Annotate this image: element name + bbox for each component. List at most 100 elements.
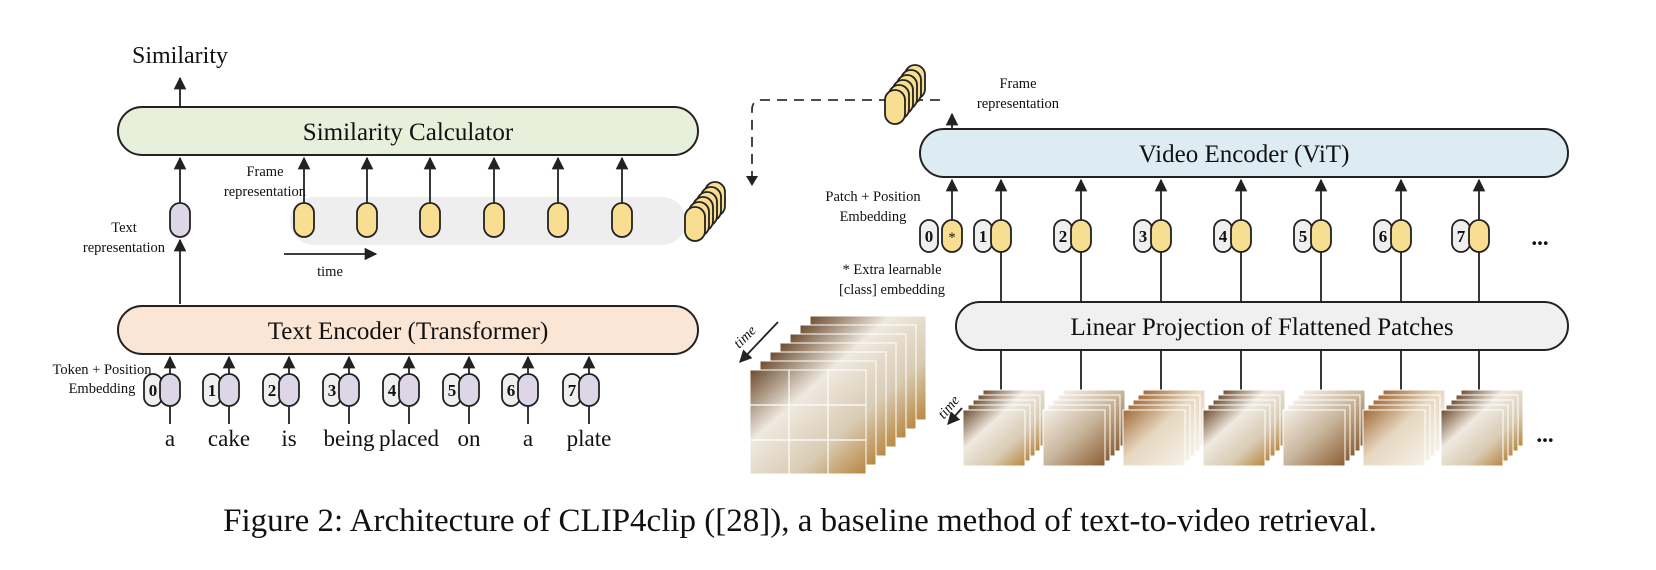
frame-representation-right-label-1: Frame (999, 76, 1036, 92)
patch-image-frame (1440, 409, 1504, 467)
patch-image-stack (1122, 389, 1206, 467)
patch-index: 3 (1139, 227, 1148, 246)
stack-frame-token (884, 89, 906, 125)
patch-image-frame (1362, 409, 1426, 467)
token-embedding-pill (338, 373, 360, 407)
left-frame-tokens (293, 156, 633, 238)
frame-stack-left-icon (684, 181, 726, 242)
video-encoder-box: Video Encoder (ViT) (919, 128, 1569, 178)
token-index: 7 (568, 381, 577, 400)
patch-index: 5 (1299, 227, 1308, 246)
frame-token (547, 202, 569, 238)
patch-image-stack (962, 389, 1046, 467)
patch-image-stack (1202, 389, 1286, 467)
token-word: a (523, 426, 533, 451)
text-representation-token (169, 202, 191, 238)
token-word: cake (208, 426, 250, 451)
patch-image-stack (1042, 389, 1126, 467)
token-index: 1 (208, 381, 217, 400)
frame-representation-left-label-1: Frame (246, 164, 283, 180)
class-note-label-2: [class] embedding (839, 282, 945, 298)
patch-image-frame (1202, 409, 1266, 467)
patch-index: 1 (979, 227, 988, 246)
token-word: placed (379, 426, 440, 451)
patch-embedding-pill (1230, 219, 1252, 253)
token-embedding-pill (578, 373, 600, 407)
text-token: 4 placed (379, 355, 440, 451)
token-index: 5 (448, 381, 457, 400)
patch-embedding-pill (1468, 219, 1490, 253)
time-arrow-patches (947, 407, 963, 425)
token-word: on (458, 426, 482, 451)
frame-token (293, 202, 315, 238)
token-word: being (323, 426, 375, 451)
patch-token: 5 (1293, 178, 1332, 302)
class-token-marker: * (948, 230, 955, 246)
patch-images-ellipsis: ... (1536, 422, 1553, 447)
token-index: 4 (388, 381, 397, 400)
figure-caption: Figure 2: Architecture of CLIP4clip ([28… (223, 503, 1377, 539)
frame-token (419, 202, 441, 238)
patch-index: 0 (925, 227, 934, 246)
text-encoder-label: Text Encoder (Transformer) (268, 318, 549, 345)
frame-token (611, 202, 633, 238)
token-embedding-pill (517, 373, 539, 407)
patch-embedding-pill (1150, 219, 1172, 253)
time-label-patches: time (935, 392, 964, 422)
text-token: 2 is (262, 355, 300, 451)
patch-token: 7 (1451, 178, 1490, 302)
linear-projection-box: Linear Projection of Flattened Patches (955, 301, 1569, 351)
token-index: 0 (149, 381, 158, 400)
token-index: 2 (268, 381, 277, 400)
class-note-label-1: * Extra learnable (842, 262, 941, 278)
patch-image-stack (1440, 389, 1524, 467)
patch-index-pill (919, 219, 939, 253)
patch-token: 1 (973, 178, 1012, 302)
patch-index: 2 (1059, 227, 1068, 246)
token-word: is (281, 426, 296, 451)
patch-token: 3 (1133, 178, 1172, 302)
token-word: a (165, 426, 175, 451)
patch-embedding-pill (990, 219, 1012, 253)
frame-token (483, 202, 505, 238)
token-embedding-pill (458, 373, 480, 407)
time-label-video: time (731, 322, 760, 351)
patch-index: 6 (1379, 227, 1388, 246)
stack-frame-token (684, 206, 706, 242)
patch-embedding-pill (1390, 219, 1412, 253)
class-token: 0* (919, 178, 963, 253)
text-token-embeddings: 0 a 1 cake 2 is 3 being 4 placed 5 on 6 a 7 plate (143, 355, 612, 451)
token-word: plate (567, 426, 612, 451)
token-embedding-pill (398, 373, 420, 407)
similarity-calculator-label: Similarity Calculator (303, 119, 514, 146)
patch-image-frame (962, 409, 1026, 467)
frame-token (356, 202, 378, 238)
patch-image-stack (1362, 389, 1446, 467)
dashed-connector-arrowhead (746, 176, 758, 186)
similarity-calculator-box: Similarity Calculator (117, 106, 699, 156)
frame-representation-left-label-2: representation (224, 184, 307, 200)
token-index: 6 (507, 381, 516, 400)
text-encoder-box: Text Encoder (Transformer) (117, 305, 699, 355)
text-representation-label-1: Text (111, 220, 137, 236)
text-token: 5 on (442, 355, 482, 451)
patch-embedding-label-2: Embedding (840, 209, 907, 225)
patch-image-frame (1042, 409, 1106, 467)
patch-embedding-pill (1310, 219, 1332, 253)
video-frame (749, 369, 867, 475)
text-token: 1 cake (202, 355, 250, 451)
patch-index: 4 (1219, 227, 1228, 246)
frame-representation-right-label-2: representation (977, 96, 1060, 112)
token-embedding-pill (159, 373, 181, 407)
patch-image-stack (1282, 389, 1366, 467)
text-token: 7 plate (562, 355, 612, 451)
patch-embedding-label-1: Patch + Position (825, 189, 921, 205)
frame-stack-right-icon (884, 64, 926, 125)
similarity-output-label: Similarity (132, 43, 228, 69)
patch-image-frame (1122, 409, 1186, 467)
patch-tokens-ellipsis: ... (1531, 225, 1548, 250)
token-index: 3 (328, 381, 337, 400)
linear-projection-label: Linear Projection of Flattened Patches (1070, 314, 1453, 341)
patch-token: 2 (1053, 178, 1092, 302)
